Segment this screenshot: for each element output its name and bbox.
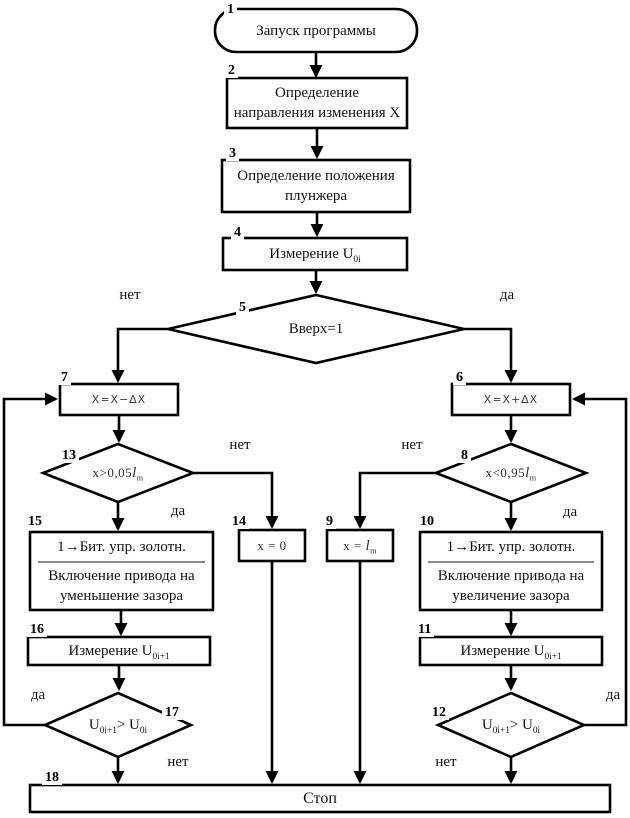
node-compare-right: U0i+1> U0i	[441, 715, 581, 736]
num-13: 13	[59, 448, 79, 463]
edge-upcheck-no-xminus	[111, 327, 168, 383]
num-15: 15	[25, 514, 45, 529]
node-x-plus-shape	[450, 382, 572, 417]
node-measure-left-shape	[26, 635, 212, 667]
drive-decrease-line2: уменьшение зазора	[59, 588, 184, 604]
num-8: 8	[458, 448, 471, 463]
node-start: Запуск программы	[215, 9, 417, 52]
node-stop-shape	[28, 783, 612, 814]
num-18: 18	[42, 770, 62, 785]
x-lm-label: x = lm	[343, 537, 377, 556]
node-stop: Стоп	[30, 785, 610, 812]
num-12: 12	[429, 705, 449, 720]
edge-check095-no-xlm	[353, 471, 436, 529]
label-no-compareleft: нет	[167, 754, 189, 770]
node-position-shape	[220, 158, 412, 214]
node-direction-shape	[225, 76, 409, 130]
node-check-005: x>0,05lm	[48, 463, 188, 483]
direction-line2: направления изменения X	[233, 105, 401, 121]
label-yes-check005: да	[170, 503, 186, 519]
label-yes-upcheck: да	[499, 287, 515, 303]
edge-check005-no-xzero	[193, 471, 279, 529]
label-no-check005: нет	[229, 437, 251, 453]
position-line2: плунжера	[284, 188, 348, 204]
check-005-label: x>0,05lm	[92, 465, 144, 483]
node-x-minus: X=X−∆X	[60, 384, 178, 415]
check-095-label: x<0,95lm	[485, 465, 537, 483]
compare-left-label: U0i+1> U0i	[88, 717, 148, 736]
num-4: 4	[231, 225, 244, 240]
stop-label: Стоп	[303, 789, 337, 807]
node-position: Определение положения плунжера	[222, 160, 410, 212]
x-minus-label: X=X−∆X	[91, 392, 147, 406]
drive-increase-line2: увеличение зазора	[452, 588, 570, 604]
label-no-check095: нет	[401, 437, 423, 453]
node-measure-u0i-shape	[221, 236, 409, 272]
label-yes-check095: да	[562, 504, 578, 520]
num-17: 17	[162, 705, 182, 720]
node-drive-increase-shape	[418, 530, 604, 612]
label-no-upcheck: нет	[119, 287, 141, 303]
start-label: Запуск программы	[256, 22, 376, 39]
node-drive-decrease-top: 1→Бит. упр. золотн.	[30, 532, 213, 562]
label-yes-compareright: да	[605, 687, 621, 703]
node-x-lm: x = lm	[327, 530, 393, 561]
direction-line1: Определение	[275, 85, 359, 101]
node-measure-u0i: Измерение U0i	[223, 238, 407, 270]
label-no-compareright: нет	[435, 754, 457, 770]
node-measure-left: Измерение U0i+1	[28, 637, 210, 665]
node-check-095: x<0,95lm	[441, 463, 581, 483]
num-7: 7	[58, 370, 71, 385]
num-11: 11	[415, 622, 435, 637]
node-x-lm-shape	[325, 528, 395, 563]
drive-decrease-bit: 1→Бит. упр. золотн.	[57, 539, 186, 555]
measure-right-label: Измерение U0i+1	[460, 643, 562, 662]
position-line1: Определение положения	[237, 168, 395, 184]
num-16: 16	[27, 622, 47, 637]
num-9: 9	[323, 514, 336, 529]
num-10: 10	[417, 514, 437, 529]
num-3: 3	[226, 146, 239, 161]
node-direction: Определение направления изменения X	[227, 78, 407, 128]
num-2: 2	[225, 63, 238, 78]
node-measure-right: Измерение U0i+1	[420, 637, 602, 665]
node-drive-decrease-bottom: Включение привода на уменьшение зазора	[30, 562, 213, 610]
compare-right-label: U0i+1> U0i	[481, 717, 541, 736]
node-compare-left: U0i+1> U0i	[48, 715, 188, 736]
node-x-zero: x = 0	[239, 530, 305, 561]
node-measure-right-shape	[418, 635, 604, 667]
x-zero-label: x = 0	[257, 537, 287, 553]
x-plus-label: X=X+∆X	[483, 392, 539, 406]
node-drive-increase-bottom: Включение привода на увеличение зазора	[420, 562, 602, 610]
num-6: 6	[453, 370, 466, 385]
node-drive-decrease-shape	[28, 530, 215, 612]
measure-u0i-label: Измерение U0i	[269, 246, 361, 265]
edge-compareleft-yes-loop	[2, 392, 58, 727]
edge-compareright-yes-loop	[572, 392, 628, 727]
node-drive-increase-top: 1→Бит. упр. золотн.	[420, 532, 602, 562]
node-x-plus: X=X+∆X	[452, 384, 570, 415]
edge-upcheck-yes-xplus	[464, 327, 518, 383]
up-check-label: Вверх=1	[288, 321, 344, 337]
num-5: 5	[236, 300, 249, 315]
node-up-check: Вверх=1	[236, 319, 396, 339]
measure-left-label: Измерение U0i+1	[68, 643, 170, 662]
num-1: 1	[224, 2, 237, 17]
drive-increase-bit: 1→Бит. упр. золотн.	[446, 539, 576, 555]
num-14: 14	[229, 514, 249, 529]
drive-increase-line1: Включение привода на	[437, 568, 585, 584]
drive-decrease-line1: Включение привода на	[48, 568, 195, 584]
label-yes-compareleft: да	[30, 687, 46, 703]
